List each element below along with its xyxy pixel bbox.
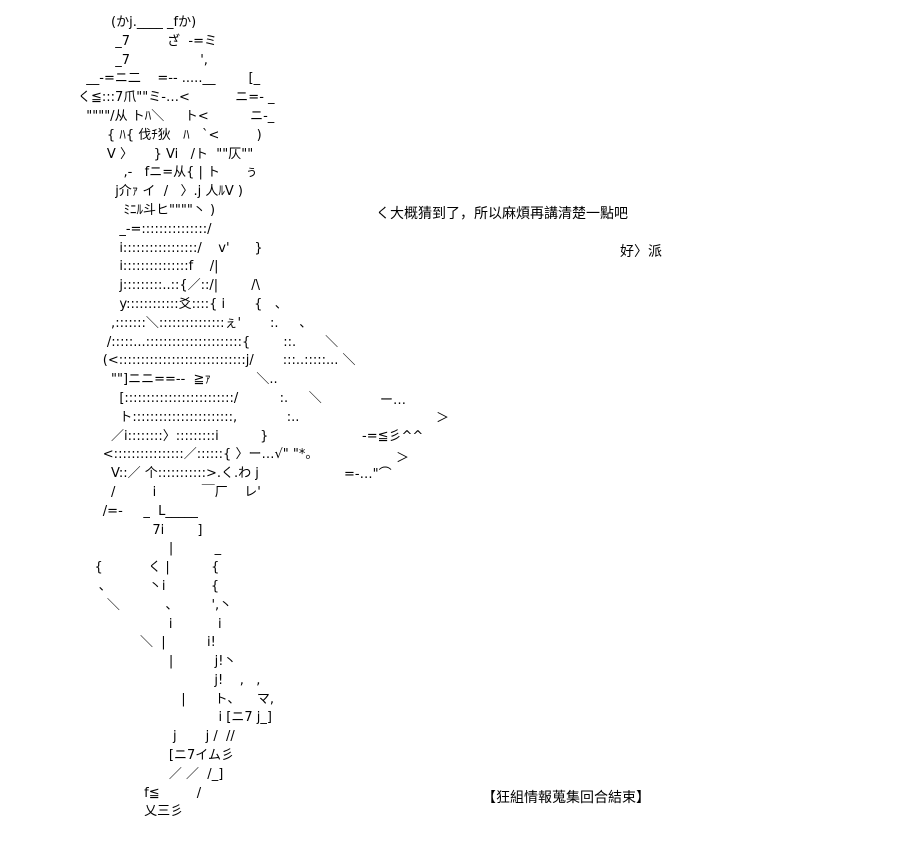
dialogue-text: く大概猜到了，所以麻煩再講清楚一點吧 [376, 206, 628, 222]
footer-caption: 【狂組情報蒐集回合結束】 [482, 790, 650, 806]
effect-text-2: ＞ [436, 411, 450, 426]
speaker-tag: 好〉派 [620, 244, 662, 260]
effect-text-5: =-…"⌒ [344, 467, 392, 482]
effect-text-3: -=≦彡^^ [362, 429, 424, 444]
effect-text-4: ＞ [396, 451, 410, 466]
effect-text-1: ー… [380, 393, 407, 408]
ascii-art-figure: (かj.____ _fか) _7 ざ -=ミ _7 ', __-=ニ二 =-- … [78, 15, 356, 820]
